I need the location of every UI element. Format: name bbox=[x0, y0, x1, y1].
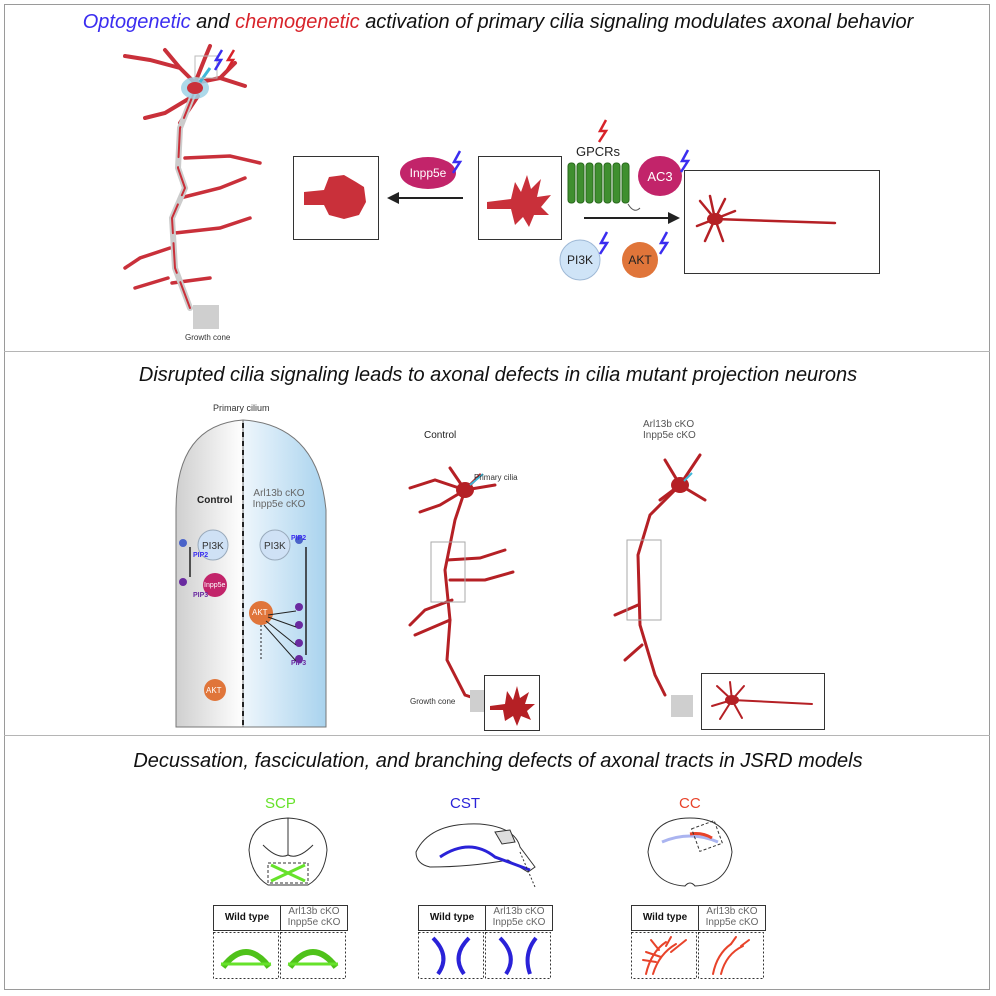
akt-label: AKT bbox=[628, 253, 652, 267]
control-neuron bbox=[408, 466, 515, 712]
mutant-neuron-line1: Arl13b cKO bbox=[643, 419, 695, 430]
cc-wild-type-header: Wild type bbox=[631, 905, 699, 931]
divider-2 bbox=[4, 735, 990, 736]
title-chemogenetic: chemogenetic bbox=[235, 11, 360, 33]
scp-label: SCP bbox=[265, 795, 296, 812]
ac3-label: AC3 bbox=[647, 169, 673, 184]
akt-right-label: AKT bbox=[252, 608, 268, 617]
pip3-left-label: PIP3 bbox=[193, 592, 209, 599]
pi3k-right-label: PI3K bbox=[264, 541, 286, 552]
normal-growth-cone-box bbox=[478, 156, 562, 240]
cst-mutant-line2: Inpp5e cKO bbox=[492, 917, 546, 928]
pip3-right-label: PIP3 bbox=[291, 660, 307, 667]
cst-mutant-line1: Arl13b cKO bbox=[493, 906, 545, 917]
growth-cone-label-top: Growth cone bbox=[185, 333, 231, 342]
arrow-right bbox=[584, 212, 680, 224]
scp-mutant-header: Arl13b cKO Inpp5e cKO bbox=[280, 905, 348, 931]
pi3k-left-label: PI3K bbox=[202, 541, 224, 552]
scp-brain-illustration bbox=[248, 817, 328, 886]
mutant-neuron-line2: Inpp5e cKO bbox=[643, 430, 696, 441]
pip2-right-label: PIP2 bbox=[291, 535, 307, 542]
pi3k-label: PI3K bbox=[566, 253, 593, 267]
figure-frame bbox=[4, 4, 990, 990]
title: Optogenetic and chemogenetic activation … bbox=[0, 11, 996, 34]
arrow-left bbox=[387, 192, 463, 204]
cst-mutant-header: Arl13b cKO Inpp5e cKO bbox=[485, 905, 553, 931]
normal-growth-cone-shape bbox=[487, 175, 551, 227]
cst-label: CST bbox=[450, 795, 480, 812]
mutant-neuron bbox=[613, 453, 707, 717]
scp-wild-type-header: Wild type bbox=[213, 905, 281, 931]
collapsed-growth-cone-box bbox=[293, 156, 379, 240]
cst-brain-illustration bbox=[415, 823, 536, 888]
elongated-axon-shape bbox=[695, 194, 837, 243]
panel3-heading: Decussation, fasciculation, and branchin… bbox=[133, 750, 863, 772]
cc-mutant-header: Arl13b cKO Inpp5e cKO bbox=[698, 905, 766, 931]
title-optogenetic: Optogenetic bbox=[82, 11, 191, 33]
cc-brain-illustration bbox=[647, 817, 733, 887]
control-neuron-label: Control bbox=[424, 430, 457, 441]
mutant-growth-cone-shape bbox=[711, 681, 813, 720]
scp-tract-images bbox=[213, 932, 346, 979]
pip2-left-label: PIP2 bbox=[193, 552, 209, 559]
cilium-control-label: Control bbox=[197, 495, 233, 506]
scp-mutant-line1: Arl13b cKO bbox=[288, 906, 340, 917]
growth-cone-label-control: Growth cone bbox=[410, 697, 456, 706]
scp-mutant-line2: Inpp5e cKO bbox=[287, 917, 341, 928]
primary-cilium-label: Primary cilium bbox=[213, 403, 270, 413]
cc-tract-images bbox=[631, 932, 764, 979]
cilium-mutant-line2: Inpp5e cKO bbox=[252, 499, 306, 510]
divider-1 bbox=[4, 351, 990, 352]
mutant-neuron-label: Arl13b cKO Inpp5e cKO bbox=[643, 419, 707, 441]
collapsed-growth-cone-shape bbox=[304, 175, 366, 219]
mutant-growth-cone-box bbox=[701, 673, 825, 730]
cst-wild-type-header: Wild type bbox=[418, 905, 486, 931]
cilium-mutant-label: Arl13b cKO Inpp5e cKO bbox=[246, 488, 312, 510]
cc-mutant-line2: Inpp5e cKO bbox=[705, 917, 759, 928]
title-and: and bbox=[196, 11, 230, 33]
primary-cilium-diagram bbox=[175, 419, 327, 728]
inpp5e-label: Inpp5e bbox=[409, 166, 447, 180]
cc-label: CC bbox=[679, 795, 701, 812]
panel2-heading: Disrupted cilia signaling leads to axona… bbox=[138, 364, 858, 386]
akt-bottom-label: AKT bbox=[206, 686, 222, 695]
gpcr-receptor-cluster bbox=[567, 119, 691, 211]
cc-mutant-line1: Arl13b cKO bbox=[706, 906, 758, 917]
title-rest: activation of primary cilia signaling mo… bbox=[365, 11, 914, 33]
control-growth-cone-shape bbox=[490, 686, 535, 726]
primary-cilia-label: Primary cilia bbox=[474, 473, 518, 482]
inpp5e-node bbox=[400, 150, 463, 189]
gpcrs-label: GPCRs bbox=[576, 144, 621, 159]
optogenetic-neuron-illustration bbox=[123, 44, 262, 329]
pi3k-akt-nodes bbox=[559, 231, 670, 281]
control-growth-cone-box bbox=[484, 675, 540, 731]
elongated-axon-box bbox=[684, 170, 880, 274]
cilium-mutant-line1: Arl13b cKO bbox=[253, 488, 305, 499]
inpp5e-small-label: Inpp5e bbox=[204, 582, 226, 589]
cst-tract-images bbox=[418, 932, 551, 979]
